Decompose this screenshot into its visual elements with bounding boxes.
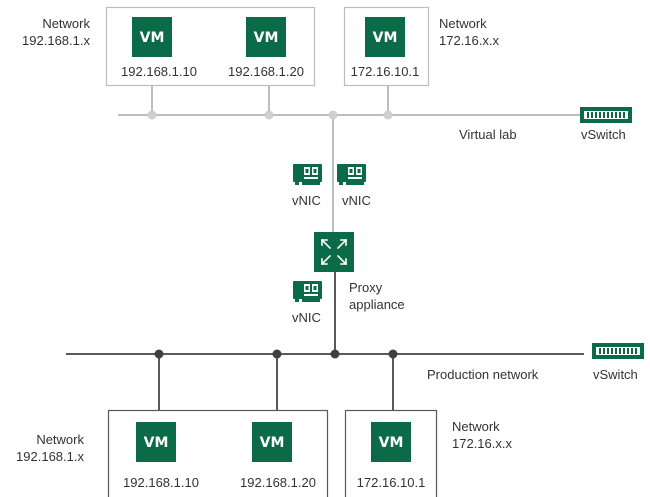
proxy-appliance-icon [314,232,354,272]
vm-icon: VM [246,17,286,57]
vm-icon: VM [132,17,172,57]
production-vm2-ip: 192.168.1.20 [240,475,316,490]
production-section: VM VM VM 192.168.1.10 192.168.1.20 172.1… [16,343,644,497]
production-network-right-line2: 172.16.x.x [452,436,512,451]
proxy-vnic-right-label: vNIC [342,193,371,208]
production-junction [330,349,340,359]
virtual-lab-label: Virtual lab [459,127,517,142]
proxy-vnic-left-label: vNIC [292,193,321,208]
production-vm-group-left [107,409,329,497]
proxy-appliance-label-line2: appliance [349,297,405,312]
virtual-lab-network-right-line2: 172.16.x.x [439,33,499,48]
svg-text:VM: VM [260,435,285,451]
svg-text:VM: VM [144,435,169,451]
virtual-lab-network-left-line1: Network [42,16,90,31]
production-junction [154,349,164,359]
production-network-left-line2: 192.168.1.x [16,449,84,464]
production-network-right-line1: Network [452,419,500,434]
production-network-label: Production network [427,367,539,382]
virtual-lab-junction [328,110,338,120]
svg-text:VM: VM [373,30,398,46]
proxy-section: vNIC vNIC Proxy appliance vNIC [292,164,405,354]
virtual-lab-junction [383,110,393,120]
production-vm3-ip: 172.16.10.1 [357,475,426,490]
svg-text:VM: VM [254,30,279,46]
virtual-lab-vm1-ip: 192.168.1.10 [121,64,197,79]
vnic-card-icon [337,164,366,185]
virtual-lab-vm3-ip: 172.16.10.1 [351,64,420,79]
virtual-lab-vm-group-right [343,6,430,87]
virtual-lab-vm2-ip: 192.168.1.20 [228,64,304,79]
virtual-lab-junction [264,110,274,120]
production-vm-group-right [344,409,438,497]
svg-text:VM: VM [379,435,404,451]
vnic-card-icon [293,281,322,302]
virtual-lab-section: VM VM VM 192.168.1.10 192.168.1.20 172.1… [22,6,632,232]
virtual-lab-network-left-line2: 192.168.1.x [22,33,90,48]
proxy-appliance-label-line1: Proxy [349,280,383,295]
virtual-lab-junction [147,110,157,120]
virtual-lab-vm-group-left [105,6,316,87]
vm-icon: VM [365,17,405,57]
production-junction [388,349,398,359]
vswitch-icon [580,107,632,123]
production-vswitch-label: vSwitch [593,367,638,382]
svg-text:VM: VM [140,30,165,46]
production-junction [272,349,282,359]
vm-icon: VM [252,422,292,462]
vswitch-icon [592,343,644,359]
virtual-lab-network-right-line1: Network [439,16,487,31]
production-vm1-ip: 192.168.1.10 [123,475,199,490]
vm-icon: VM [371,422,411,462]
vnic-card-icon [293,164,322,185]
production-network-left-line1: Network [36,432,84,447]
virtual-lab-vswitch-label: vSwitch [581,127,626,142]
vm-icon: VM [136,422,176,462]
proxy-vnic-bottom-label: vNIC [292,310,321,325]
